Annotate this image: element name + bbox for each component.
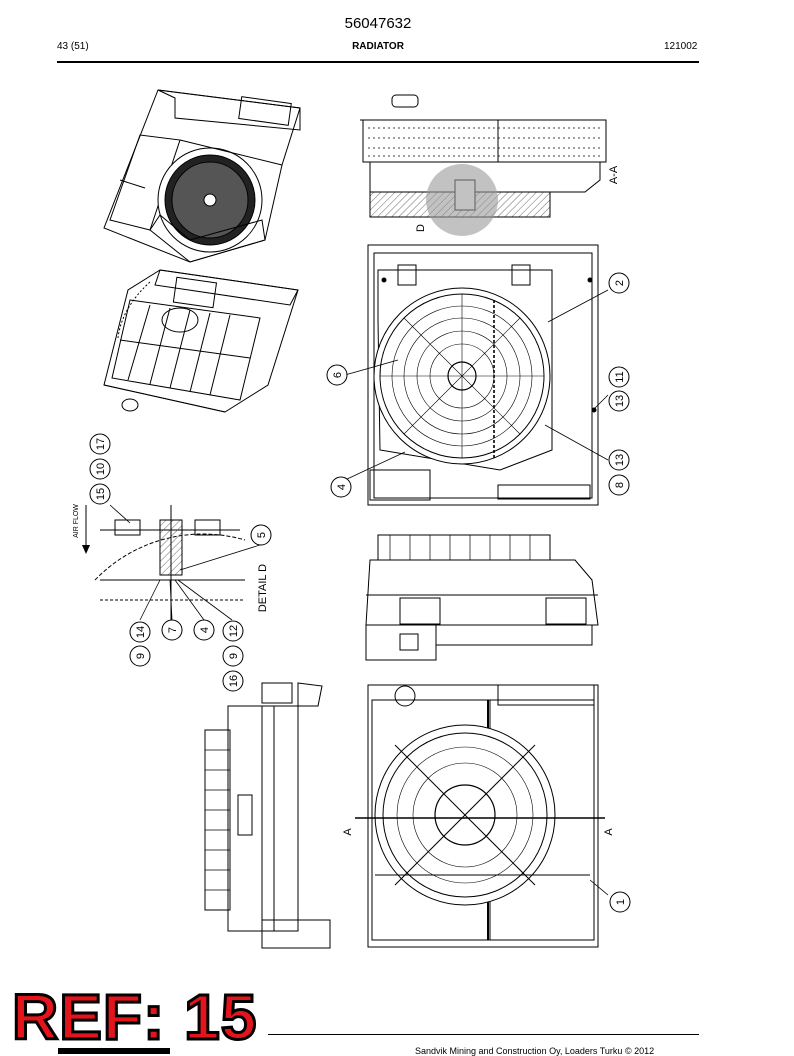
page-number: 43 (51) <box>57 41 89 52</box>
header-divider <box>57 61 699 63</box>
callout-13a: 13 <box>614 395 626 407</box>
callout-2: 2 <box>614 280 626 286</box>
date-code: 121002 <box>664 41 698 52</box>
callout-13b: 13 <box>614 454 626 466</box>
callout-17: 17 <box>95 438 107 450</box>
callout-11: 11 <box>614 371 626 382</box>
footer-divider <box>268 1034 699 1035</box>
callout-1: 1 <box>615 899 627 905</box>
callout-balloons <box>89 272 631 913</box>
page-title: RADIATOR <box>352 41 404 52</box>
isometric-view-fan-side <box>103 89 301 263</box>
bottom-side-view <box>204 682 331 949</box>
detail-label: DETAIL D <box>257 564 269 612</box>
side-view <box>365 534 599 661</box>
callout-6: 6 <box>332 372 344 378</box>
callout-9a: 9 <box>135 653 147 659</box>
leader-lines <box>109 289 609 896</box>
section-arrow-right: A <box>603 828 615 836</box>
detail-d-view <box>94 505 246 625</box>
company-logo <box>58 1048 170 1054</box>
section-label: A-A <box>608 165 620 184</box>
callout-14: 14 <box>135 626 147 638</box>
callout-4b: 4 <box>199 627 211 633</box>
callout-4: 4 <box>336 484 348 490</box>
callout-16: 16 <box>228 675 240 687</box>
document-number: 56047632 <box>344 15 412 32</box>
callout-15: 15 <box>95 488 107 500</box>
bottom-front-view <box>355 684 605 948</box>
callout-7: 7 <box>167 627 179 633</box>
callout-12: 12 <box>228 625 240 637</box>
footer-copyright: Sandvik Mining and Construction Oy, Load… <box>415 1046 655 1056</box>
ref-stamp: REF: 15 <box>10 981 258 1053</box>
callout-8: 8 <box>614 482 626 488</box>
section-arrow-left: A <box>342 828 354 836</box>
callout-9b: 9 <box>228 653 240 659</box>
air-flow-label: AIR FLOW <box>73 504 80 538</box>
front-view-fan <box>367 244 599 506</box>
isometric-view-core-side <box>103 269 299 413</box>
section-a-a-view <box>360 94 607 236</box>
callout-5: 5 <box>256 532 268 538</box>
callout-10: 10 <box>95 463 107 475</box>
detail-marker: D <box>415 224 427 232</box>
callout-numbers: 2 6 4 11 13 13 8 1 5 17 10 15 14 9 7 4 1… <box>95 280 627 905</box>
